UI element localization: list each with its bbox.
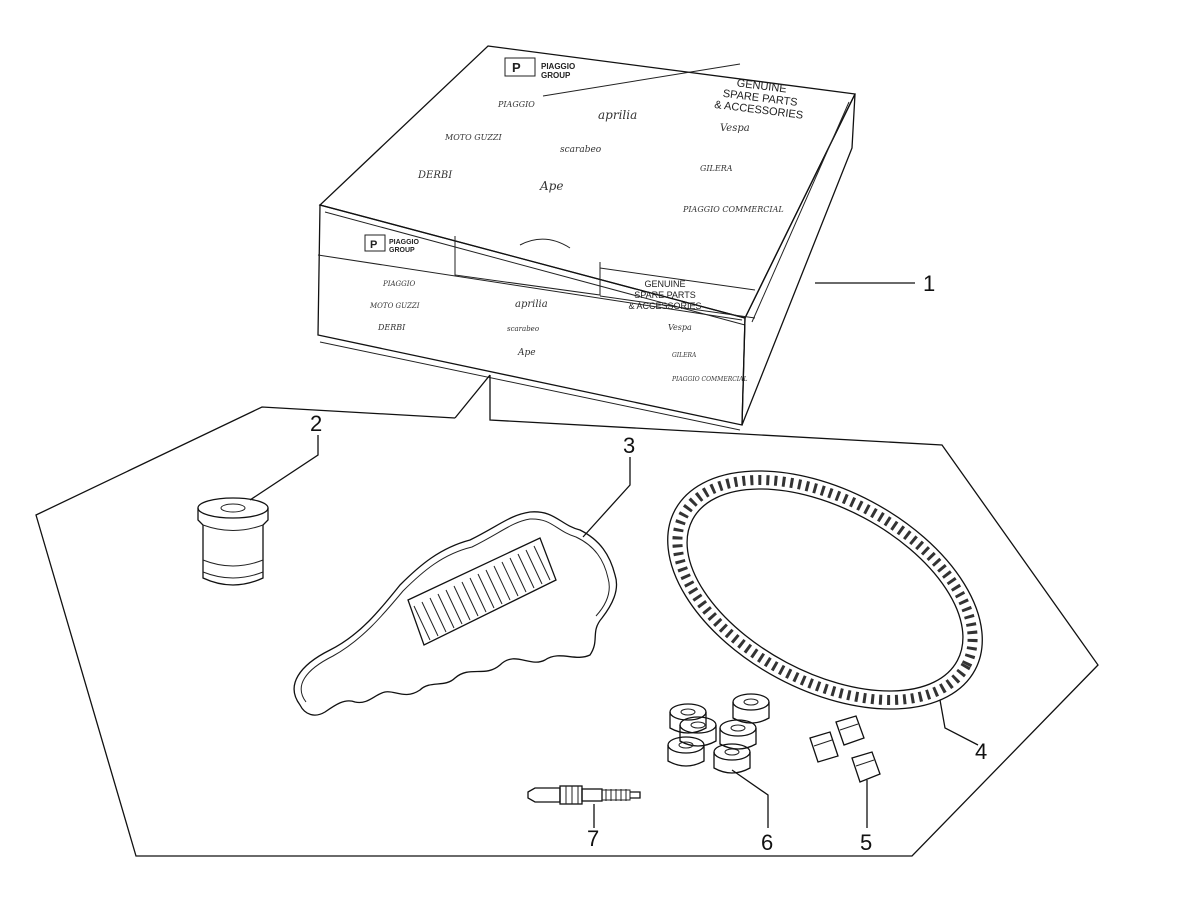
rollers xyxy=(667,693,770,774)
front-logo-line2: GROUP xyxy=(389,247,415,254)
brand-vespa: Vespa xyxy=(720,123,750,134)
callout-5: 5 xyxy=(860,830,872,855)
spark-plug xyxy=(527,785,641,805)
roller xyxy=(669,703,707,734)
roller xyxy=(719,719,757,750)
logo-line1: PIAGGIO xyxy=(541,62,575,71)
filter-pleats xyxy=(413,545,551,641)
front-brand-ape: Ape xyxy=(517,348,536,358)
brand-gilera: GILERA xyxy=(700,164,733,173)
front-brand-piaggio-commercial: PIAGGIO COMMERCIAL xyxy=(671,376,748,383)
roller xyxy=(732,693,770,724)
front-genuine-label: GENUINE SPARE PARTS & ACCESSORIES xyxy=(628,279,701,311)
front-brand-piaggio: PIAGGIO xyxy=(382,280,415,288)
front-logo: P PIAGGIO GROUP xyxy=(364,234,420,254)
piaggio-group-logo: P PIAGGIO GROUP xyxy=(504,57,575,80)
front-brand-aprilia: aprilia xyxy=(515,299,548,310)
front-brand-derbi: DERBI xyxy=(377,323,406,332)
oil-filter xyxy=(197,497,269,586)
front-brand-logos: PIAGGIO aprilia MOTO GUZZI DERBI scarabe… xyxy=(369,280,748,383)
brand-aprilia: aprilia xyxy=(598,108,637,122)
brand-derbi: DERBI xyxy=(417,170,453,181)
front-logo-line1: PIAGGIO xyxy=(389,239,420,246)
front-brand-gilera: GILERA xyxy=(672,352,697,359)
roller xyxy=(679,716,717,747)
front-genuine-line2: SPARE PARTS xyxy=(634,290,696,300)
kit-box: P PIAGGIO GROUP GENUINE SPARE PARTS & AC… xyxy=(317,45,856,431)
logo-line2: GROUP xyxy=(541,71,571,80)
leader-lines xyxy=(249,282,979,828)
air-filter xyxy=(293,511,618,716)
svg-text:P: P xyxy=(512,60,521,75)
svg-text:P: P xyxy=(370,239,377,251)
callout-1: 1 xyxy=(923,271,935,296)
genuine-parts-label: GENUINE SPARE PARTS & ACCESSORIES xyxy=(714,77,804,121)
brand-ape: Ape xyxy=(539,179,563,193)
brand-piaggio-commercial: PIAGGIO COMMERCIAL xyxy=(682,205,784,214)
front-genuine-line1: GENUINE xyxy=(644,279,685,289)
roller xyxy=(713,743,751,774)
callout-2: 2 xyxy=(310,411,322,436)
front-brand-scarabeo: scarabeo xyxy=(507,325,539,333)
sliders xyxy=(809,715,881,783)
kit-group-outline xyxy=(35,375,1099,857)
drive-belt xyxy=(667,470,983,710)
slider xyxy=(835,715,865,746)
callout-6: 6 xyxy=(761,830,773,855)
front-genuine-line3: & ACCESSORIES xyxy=(628,301,701,311)
callout-7: 7 xyxy=(587,826,599,851)
slider xyxy=(809,731,839,763)
front-brand-moto-guzzi: MOTO GUZZI xyxy=(369,302,420,310)
brand-moto-guzzi: MOTO GUZZI xyxy=(444,133,502,142)
roller xyxy=(667,736,705,767)
callout-numbers: 1 2 3 4 5 6 7 xyxy=(310,271,987,855)
top-brand-logos: PIAGGIO aprilia Vespa MOTO GUZZI scarabe… xyxy=(417,100,784,214)
brand-piaggio: PIAGGIO xyxy=(497,100,535,109)
slider xyxy=(851,751,881,783)
front-brand-vespa: Vespa xyxy=(668,323,692,332)
callout-3: 3 xyxy=(623,433,635,458)
callout-4: 4 xyxy=(975,739,987,764)
brand-scarabeo: scarabeo xyxy=(560,145,602,155)
